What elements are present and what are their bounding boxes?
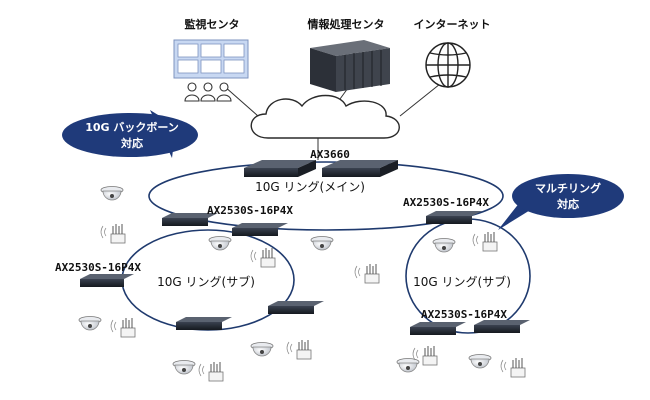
core-switch-left bbox=[244, 160, 316, 177]
access-point-icon bbox=[354, 264, 380, 284]
access-switch-label-top-right: AX2530S-16P4X bbox=[403, 196, 489, 209]
dome-camera-icon bbox=[468, 354, 492, 369]
access-point-icon bbox=[110, 318, 136, 338]
access-switch-right-bottom-b bbox=[474, 320, 530, 333]
monitoring-center-label: 監視センタ bbox=[185, 17, 240, 31]
dome-camera-icon bbox=[78, 316, 102, 331]
dome-camera-icon bbox=[100, 186, 124, 201]
backbone-callout-line1: 10G バックボーン bbox=[85, 120, 179, 134]
monitoring-link bbox=[223, 85, 259, 117]
access-switch-label-bottom-right: AX2530S-16P4X bbox=[421, 308, 507, 321]
access-point-icon bbox=[472, 232, 498, 252]
multiring-callout-line1: マルチリング bbox=[535, 181, 601, 195]
access-switch-sub-bottom-left bbox=[176, 317, 232, 330]
backbone-callout: 10G バックボーン 対応 bbox=[62, 110, 198, 158]
core-switch-right bbox=[322, 160, 398, 177]
edge-devices bbox=[78, 186, 526, 382]
globe-icon bbox=[425, 42, 471, 88]
backbone-callout-line2: 対応 bbox=[120, 136, 143, 150]
access-point-icon bbox=[500, 358, 526, 378]
internet-label: インターネット bbox=[414, 18, 491, 31]
server-racks-icon bbox=[310, 40, 390, 92]
dome-camera-icon bbox=[396, 358, 420, 373]
data-center-label: 情報処理センタ bbox=[308, 17, 385, 31]
access-switch-main-left bbox=[162, 213, 218, 226]
monitor-wall-icon bbox=[173, 39, 249, 79]
access-switch-main-right bbox=[426, 211, 482, 224]
dome-camera-icon bbox=[432, 238, 456, 253]
multiring-callout: マルチリング 対応 bbox=[498, 174, 624, 230]
main-ring-label: 10G リング(メイン) bbox=[255, 180, 365, 194]
sub-ring-right-label: 10G リング(サブ) bbox=[413, 274, 511, 289]
access-switch-label-left: AX2530S-16P4X bbox=[55, 261, 141, 274]
access-switch-sub-bottom-right bbox=[268, 301, 324, 314]
access-point-icon bbox=[286, 340, 312, 360]
access-switch-main-center bbox=[232, 223, 288, 236]
sub-ring-left-label: 10G リング(サブ) bbox=[157, 274, 255, 289]
dome-camera-icon bbox=[250, 342, 274, 357]
dome-camera-icon bbox=[208, 236, 232, 251]
operators-icon bbox=[184, 82, 232, 102]
access-point-icon bbox=[412, 346, 438, 366]
cloud-icon bbox=[250, 94, 400, 139]
access-point-icon bbox=[100, 224, 126, 244]
internet-link bbox=[399, 83, 441, 117]
access-switch-label-top-left: AX2530S-16P4X bbox=[207, 204, 293, 217]
access-switch-right-bottom-a bbox=[410, 322, 466, 335]
multiring-callout-line2: 対応 bbox=[556, 197, 579, 211]
access-switch-left bbox=[80, 274, 134, 287]
access-point-icon bbox=[198, 362, 224, 382]
dome-camera-icon bbox=[310, 236, 334, 251]
core-switch-label: AX3660 bbox=[310, 148, 350, 161]
main-ring bbox=[148, 161, 504, 231]
dome-camera-icon bbox=[172, 360, 196, 375]
access-point-icon bbox=[250, 248, 276, 268]
